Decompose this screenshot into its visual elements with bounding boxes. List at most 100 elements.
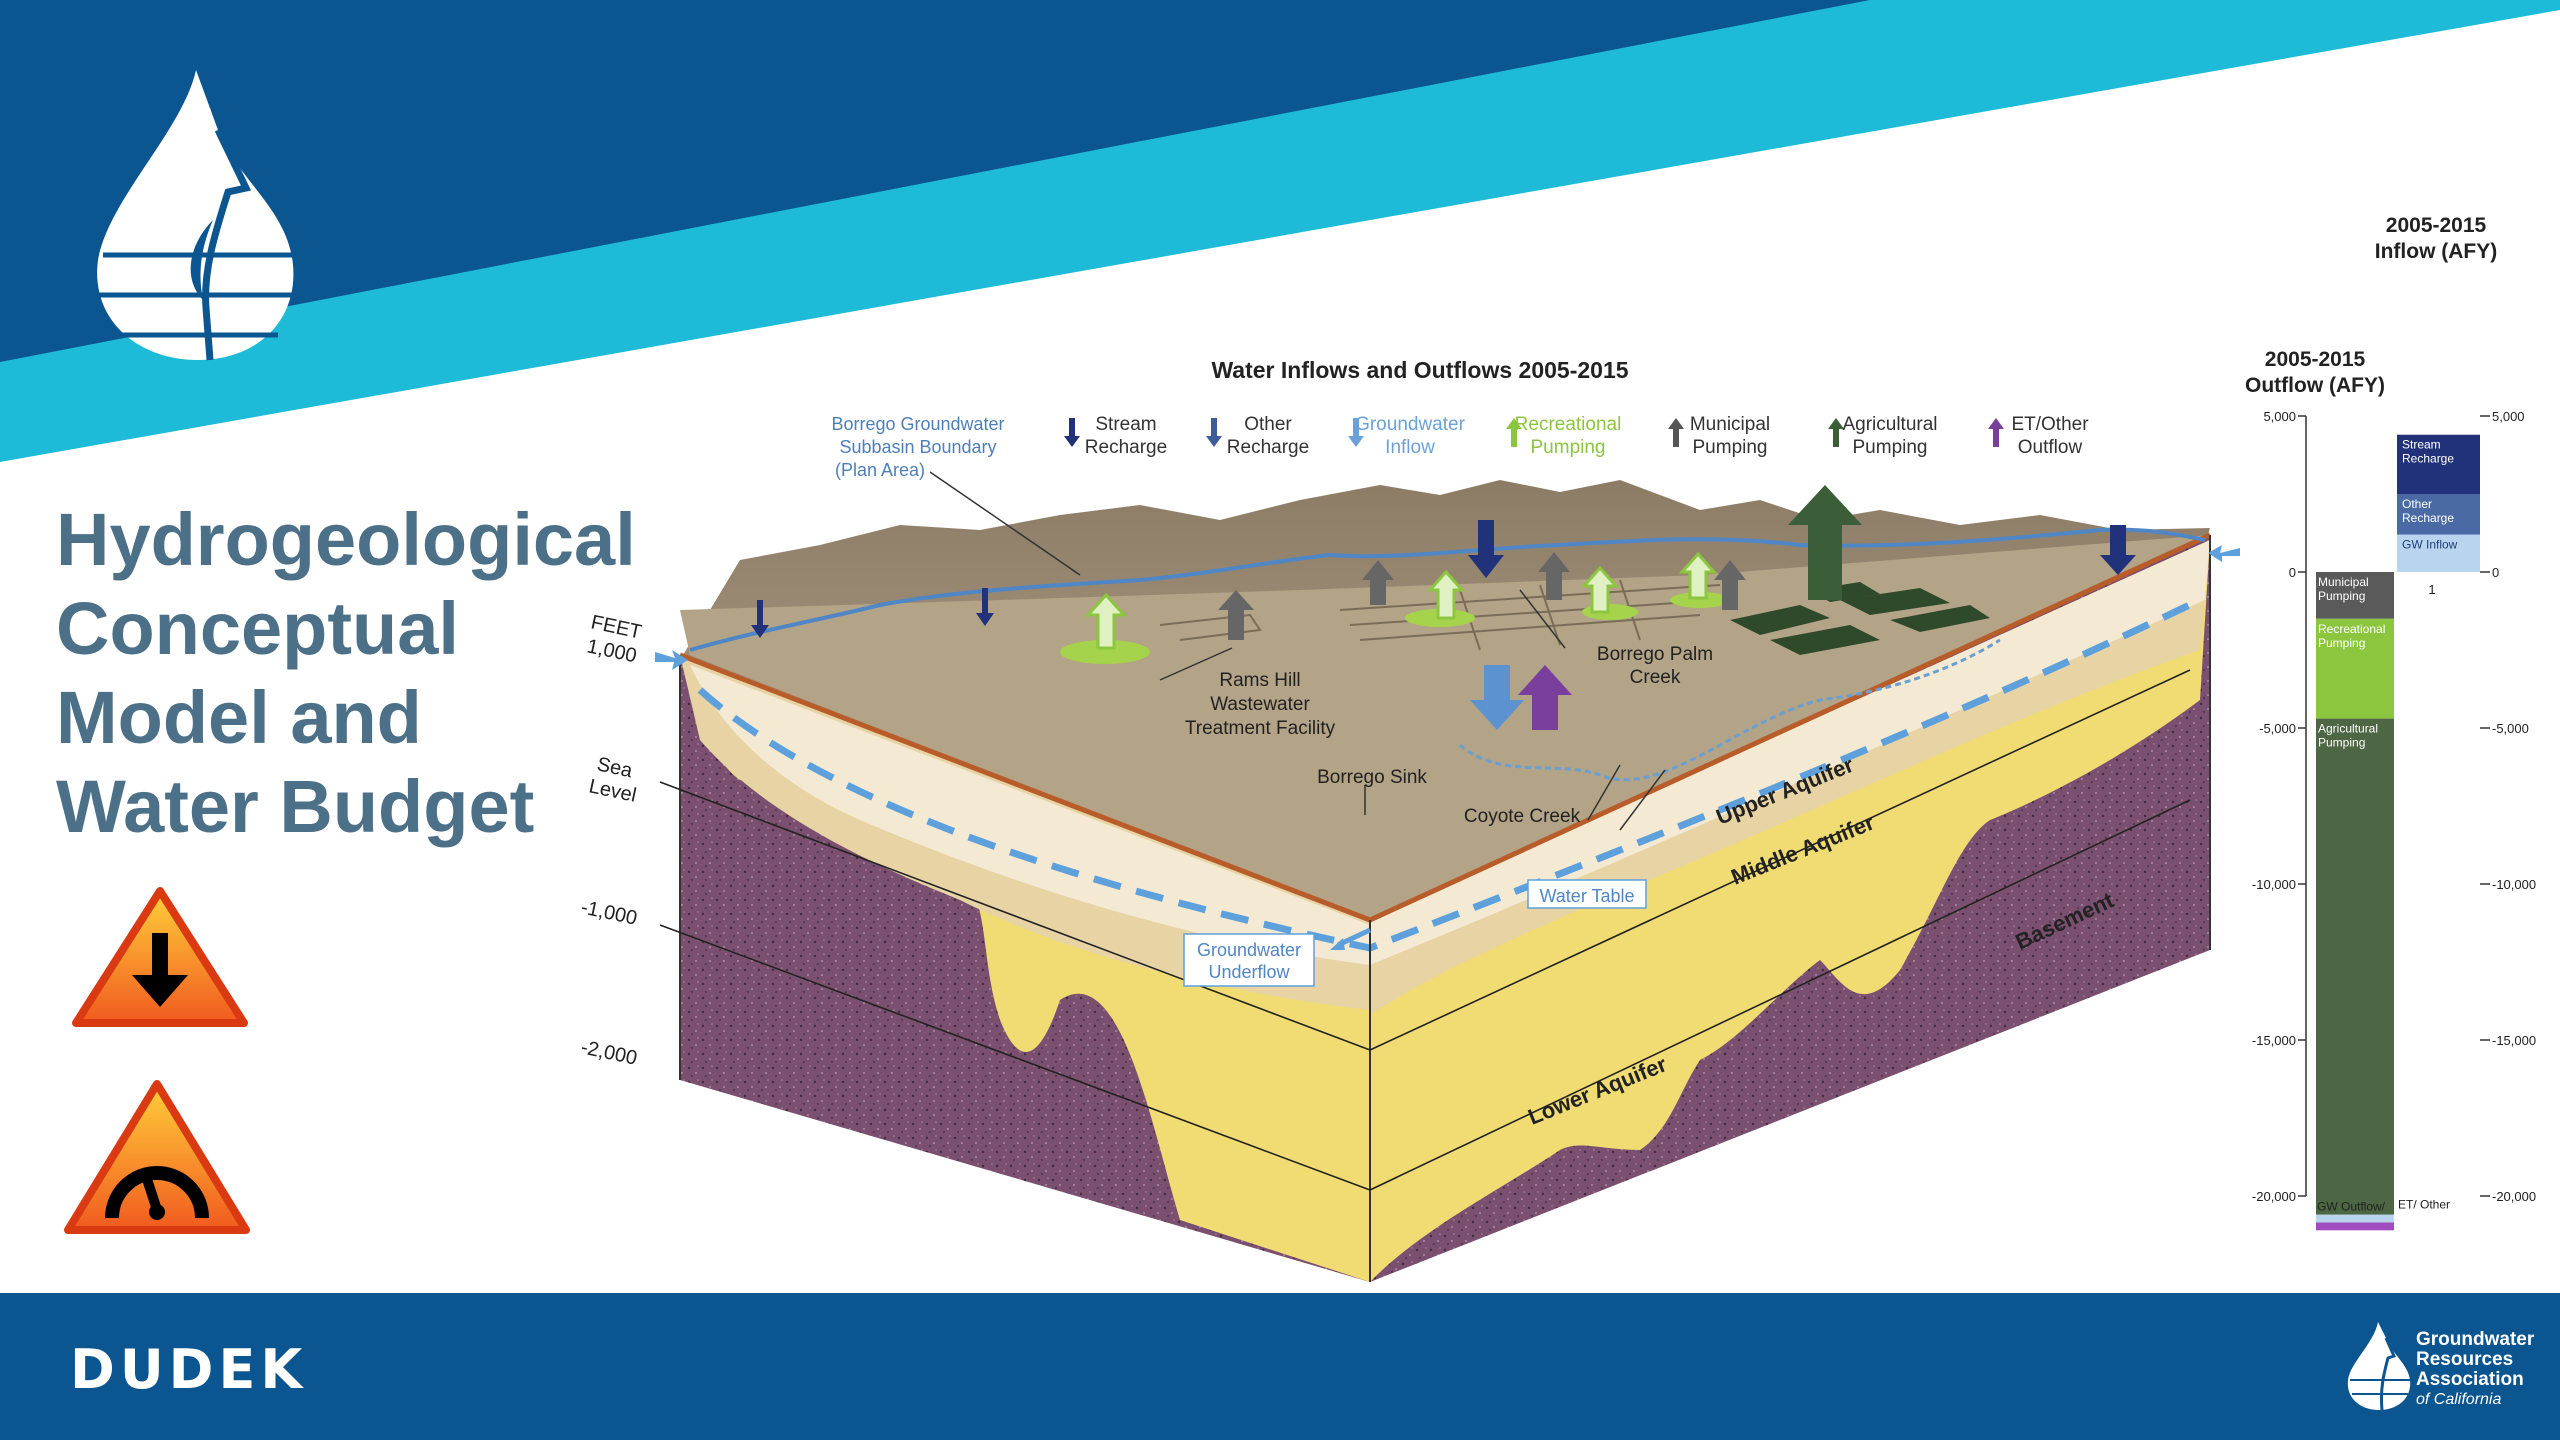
legend-arrow-6 <box>1988 418 2004 447</box>
dudek-logo: DUDEK <box>70 1338 308 1401</box>
rams-hill-line-3: Treatment Facility <box>1185 718 1336 739</box>
slide-title: Hydrogeological Conceptual Model and Wat… <box>56 495 656 851</box>
outflow-title-1: Outflow (AFY) <box>2245 374 2385 397</box>
left-face-upper-aquifer <box>690 665 1370 965</box>
legend-label-2-1: Inflow <box>1385 437 1435 458</box>
legend-label-3-0: Recreational <box>1515 414 1622 435</box>
outflow-bar-0 <box>2316 572 2394 619</box>
right-tick-3: -10,000 <box>2492 877 2536 892</box>
outflow-label-1-0: Recreational <box>2318 622 2385 636</box>
title-line-3: Model and <box>56 676 422 759</box>
legend-label-4-0: Municipal <box>1690 414 1770 435</box>
outflow-title-0: 2005-2015 <box>2265 348 2366 371</box>
elevation-labels: FEET 1,000 Sea Level -1,000 -2,000 <box>579 611 644 1069</box>
borrego-sink-label: Borrego Sink <box>1317 767 1427 788</box>
boundary-label-line-3: (Plan Area) <box>835 460 925 480</box>
legend-arrow-2 <box>1348 418 1364 447</box>
outflow-bar-3 <box>2316 1214 2394 1223</box>
outflow-bar-1 <box>2316 618 2394 719</box>
right-tick-1: 0 <box>2492 565 2499 580</box>
diagram-title: Water Inflows and Outflows 2005-2015 <box>1211 357 1628 383</box>
water-table-line <box>697 596 2202 952</box>
left-tick-2: -5,000 <box>2259 721 2296 736</box>
gra-line-3: Association <box>2416 1369 2524 1390</box>
legend-label-6-1: Outflow <box>2018 437 2083 458</box>
right-tick-2: -5,000 <box>2492 721 2529 736</box>
legend-arrow-4 <box>1668 418 1684 447</box>
legend-arrow-1 <box>1206 418 1222 447</box>
inflow-label-0-0: GW Inflow <box>2402 538 2458 552</box>
outflow-label-3-0: GW Outflow/ <box>2317 1200 2386 1214</box>
right-face-upper-aquifer <box>1370 540 2210 965</box>
legend-arrow-5 <box>1828 418 1844 447</box>
legend-label-5-1: Pumping <box>1853 437 1928 458</box>
outflow-label-0-0: Municipal <box>2318 575 2369 589</box>
dark-blue-banner <box>0 0 1870 362</box>
gra-line-2: Resources <box>2416 1349 2514 1370</box>
elevation-guide-lines <box>659 669 2191 1191</box>
diagram-legend: StreamRechargeOtherRechargeGroundwaterIn… <box>1064 414 2089 458</box>
leader-lines <box>929 471 1666 831</box>
inflow-label-1-1: Recharge <box>2402 511 2454 525</box>
inflow-label-2-1: Recharge <box>2402 452 2454 466</box>
overdraft-gauge-warning-icon <box>64 1080 250 1234</box>
left-tick-0: 5,000 <box>2263 409 2296 424</box>
outflow-label-4-0: ET/ Other <box>2398 1198 2450 1212</box>
borrego-palm-line-2: Creek <box>1630 667 1681 688</box>
inflow-bar-1 <box>2397 494 2480 535</box>
hydrogeologic-block-diagram: Water Inflows and Outflows 2005-2015 Bor… <box>579 214 2536 1282</box>
right-tick-0: 5,000 <box>2492 409 2525 424</box>
outflow-label-2-0: Agricultural <box>2318 722 2378 736</box>
sea-level-line-2: Level <box>587 775 638 806</box>
legend-label-1-0: Other <box>1244 414 1292 435</box>
title-line-1: Hydrogeological <box>56 498 636 581</box>
coyote-creek-line <box>1459 638 2001 782</box>
underflow-callout: Groundwater Underflow <box>1183 933 1315 987</box>
legend-label-2-0: Groundwater <box>1355 414 1466 435</box>
legend-label-3-1: Pumping <box>1531 437 1606 458</box>
inflow-label-1-0: Other <box>2402 497 2432 511</box>
legend-label-6-0: ET/Other <box>2011 414 2089 435</box>
elev-m2000: -2,000 <box>579 1036 639 1069</box>
legend-arrow-3 <box>1506 418 1522 447</box>
creek-lines <box>689 527 2206 652</box>
right-tick-5: -20,000 <box>2492 1189 2536 1204</box>
boundary-label: Borrego Groundwater Subbasin Boundary (P… <box>831 414 1004 480</box>
title-line-2: Conceptual <box>56 587 459 670</box>
budget-note-value: 1 <box>2428 582 2435 597</box>
rams-hill-line-1: Rams Hill <box>1219 670 1300 691</box>
underflow-line-1: Groundwater <box>1197 940 1301 960</box>
left-tick-1: 0 <box>2289 565 2296 580</box>
boundary-label-line-1: Borrego Groundwater <box>831 414 1004 434</box>
legend-label-1-1: Recharge <box>1227 437 1309 458</box>
inflow-title-1: Inflow (AFY) <box>2375 240 2497 263</box>
water-table-label: Water Table <box>1539 886 1634 906</box>
outflow-label-2-1: Pumping <box>2318 736 2365 750</box>
legend-label-4-1: Pumping <box>1693 437 1768 458</box>
title-line-4: Water Budget <box>56 765 535 848</box>
underflow-line-2: Underflow <box>1208 962 1290 982</box>
elev-m1000: -1,000 <box>579 896 639 929</box>
outflow-label-1-1: Pumping <box>2318 636 2365 650</box>
footer-bar <box>0 1293 2560 1440</box>
left-tick-5: -20,000 <box>2252 1189 2296 1204</box>
borrego-palm-line-1: Borrego Palm <box>1597 644 1713 665</box>
right-tick-4: -15,000 <box>2492 1033 2536 1048</box>
water-drop-logo-icon <box>97 70 294 361</box>
left-tick-3: -10,000 <box>2252 877 2296 892</box>
farm-fields <box>1730 582 1990 655</box>
boundary-label-line-2: Subbasin Boundary <box>839 437 996 457</box>
inflow-label-2-0: Stream <box>2402 438 2441 452</box>
outflow-label-0-1: Pumping <box>2318 589 2365 603</box>
inflow-bar-2 <box>2397 434 2480 494</box>
gra-line-1: Groundwater <box>2416 1329 2535 1350</box>
gra-drop-logo-icon <box>2347 1322 2411 1411</box>
left-tick-4: -15,000 <box>2252 1033 2296 1048</box>
flow-arrows <box>655 485 2240 950</box>
